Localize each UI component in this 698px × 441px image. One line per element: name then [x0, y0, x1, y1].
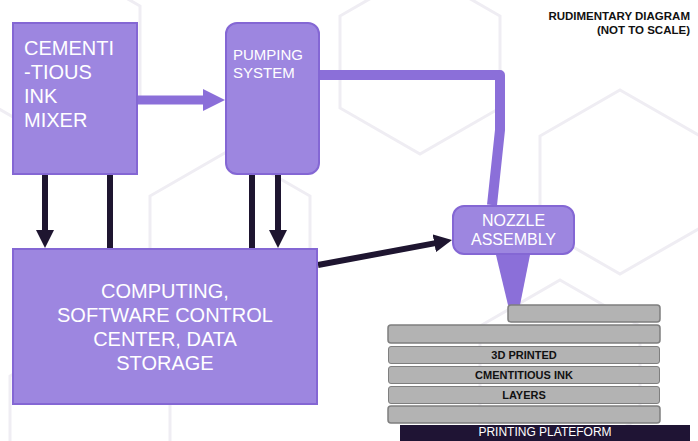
- node-text: CEMENTI -TIOUS INK MIXER: [24, 36, 124, 132]
- node-text: LAYERS: [502, 389, 546, 401]
- printed-layer: 3D PRINTED: [388, 346, 660, 364]
- node-text: CMENTITIOUS INK: [475, 369, 573, 381]
- printed-layer: [388, 325, 660, 343]
- printed-layer: [508, 305, 660, 322]
- node-text: PRINTING PLATEFORM: [478, 426, 611, 439]
- nozzle-tip: [496, 255, 530, 305]
- process-box: PUMPING SYSTEM: [225, 22, 320, 175]
- note-label: RUDIMENTARY DIAGRAM (NOT TO SCALE): [525, 9, 690, 38]
- feed-pipe: [320, 75, 500, 205]
- node-text: 3D PRINTED: [491, 349, 556, 361]
- process-box: CEMENTI -TIOUS INK MIXER: [12, 22, 138, 175]
- printed-layer: LAYERS: [388, 386, 660, 404]
- node-text: NOZZLE ASSEMBLY: [464, 211, 564, 249]
- arrow-connector: [275, 175, 281, 238]
- printed-layer: CMENTITIOUS INK: [388, 366, 660, 384]
- node-text: PUMPING SYSTEM: [233, 46, 312, 82]
- arrow-connector: [318, 242, 442, 265]
- process-box: COMPUTING, SOFTWARE CONTROL CENTER, DATA…: [12, 248, 318, 405]
- arrow-connector: [42, 175, 48, 238]
- arrow-connector: [138, 96, 215, 105]
- node-text: COMPUTING, SOFTWARE CONTROL CENTER, DATA…: [50, 279, 280, 375]
- process-box: NOZZLE ASSEMBLY: [452, 205, 575, 255]
- printing-platform: PRINTING PLATEFORM: [400, 425, 690, 441]
- printed-layer: [388, 406, 660, 423]
